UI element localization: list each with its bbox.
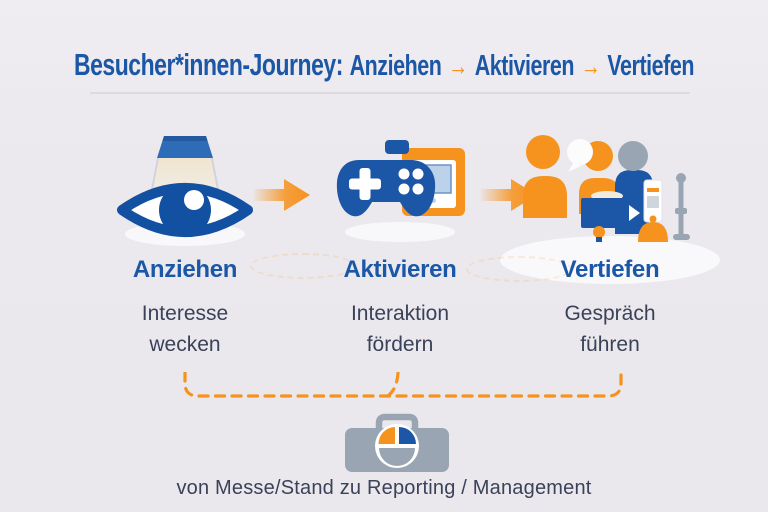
lamp-shade [157, 136, 213, 158]
bag [638, 222, 668, 242]
gamepad-button [412, 183, 424, 195]
gamepad-button [398, 168, 410, 180]
description-line: führen [580, 333, 640, 356]
arrow-shape [254, 179, 310, 211]
stage-heading: Aktivieren [343, 256, 457, 283]
speech-bubble [567, 139, 593, 165]
speech-bubble-tail [568, 162, 585, 172]
description-line: Interaktion [350, 302, 450, 325]
bracket-middle-tick [387, 372, 400, 397]
page-title: Besucher*innen-Journey: Anziehen → Aktiv… [74, 47, 694, 83]
description-line: wecken [149, 333, 221, 356]
spotlight-eye-icon [100, 122, 270, 262]
conversation-people-icon [500, 135, 720, 284]
device-stripe [647, 188, 659, 192]
stand-collar [675, 208, 687, 214]
play-icon [629, 205, 640, 221]
stage-description: Gespräch führen [500, 298, 720, 360]
eye-iris [159, 184, 211, 236]
controller-tab [385, 140, 409, 154]
description-line: Gespräch [564, 302, 656, 325]
bracket-path [183, 372, 623, 398]
title-stage-anziehen: Anziehen [349, 50, 442, 82]
orange-arrow-right-icon [254, 179, 310, 211]
conversation-people-icon [495, 122, 725, 292]
title-stage-vertiefen: Vertiefen [607, 50, 695, 82]
description-line: fördern [366, 333, 434, 356]
stand-top [676, 173, 686, 183]
footer-caption: von Messe/Stand zu Reporting / Managemen… [176, 477, 592, 499]
title-arrow-icon: → [448, 51, 469, 81]
lightbulb-base [596, 237, 602, 242]
bag-knot [649, 215, 657, 223]
deco-dashed-oval [250, 253, 356, 279]
staff-head [618, 141, 648, 171]
gamepad-button [398, 183, 410, 195]
dpad-vertical [359, 168, 371, 200]
stand-base [673, 234, 690, 240]
deco-dashed-oval [466, 256, 572, 282]
piechart-orange-quarter [378, 427, 395, 444]
stage-vertiefen: Vertiefen Gespräch führen [500, 122, 720, 367]
gamepad-screen-icon [336, 140, 465, 242]
description-line: Interesse [141, 302, 229, 325]
title-main: Besucher*innen-Journey: [73, 47, 343, 82]
dashed-bracket-icon [183, 372, 623, 398]
visitor1-body [523, 176, 567, 218]
device-screen [647, 196, 659, 208]
title-divider [90, 92, 690, 94]
stage-aktivieren: Aktivieren Interaktion fördern [290, 122, 510, 367]
spotlight-eye-icon [117, 136, 253, 246]
piechart-blue-quarter [399, 427, 416, 444]
gamepad-button [412, 168, 424, 180]
counter [581, 198, 643, 228]
gamepad-screen-icon [315, 122, 485, 262]
stage-heading: Vertiefen [560, 256, 660, 283]
stage-description: Interesse wecken [75, 298, 295, 360]
piechart-bottom-half [379, 448, 415, 466]
lamp-shade-top [162, 136, 208, 141]
eye-highlight [184, 190, 204, 210]
toolbox-piechart-icon [345, 413, 449, 472]
visitor1-head [526, 135, 560, 169]
lightbulb [593, 226, 605, 238]
toolbox-handle [375, 413, 419, 429]
icon-shadow [345, 222, 455, 242]
stage-heading: Anziehen [132, 256, 238, 283]
title-stage-aktivieren: Aktivieren [474, 50, 575, 82]
stage-anziehen: Anziehen Interesse wecken [75, 122, 295, 367]
stage-description: Interaktion fördern [290, 298, 510, 360]
title-arrow-icon: → [580, 51, 601, 81]
